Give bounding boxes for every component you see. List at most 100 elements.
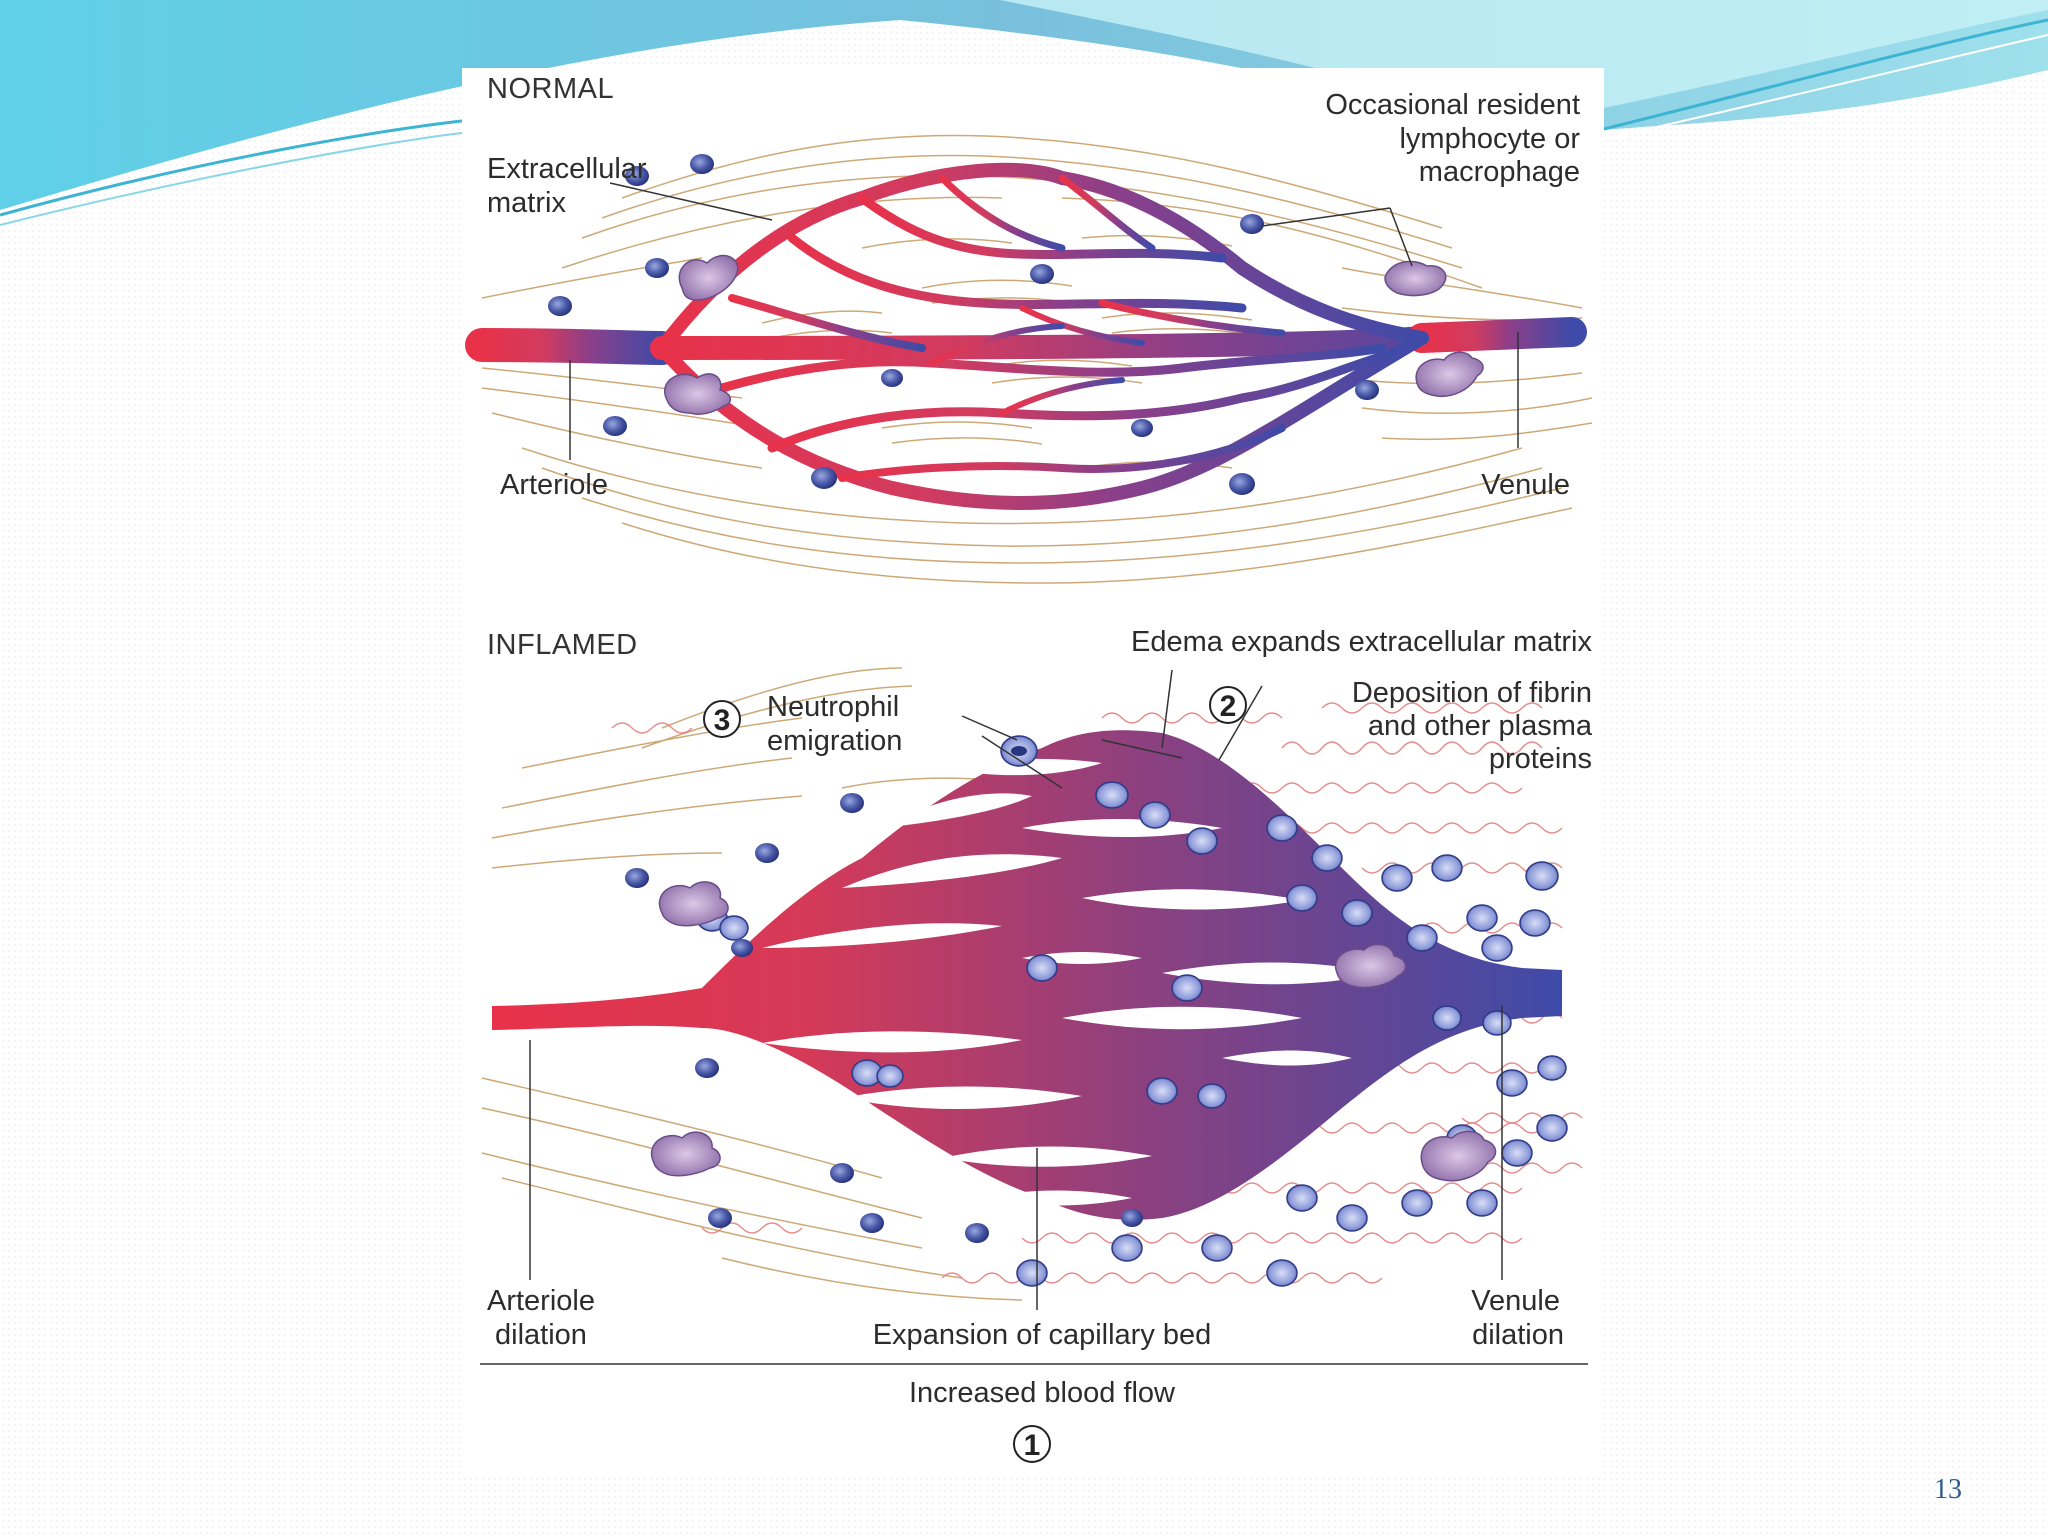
- neutrophil-label-line2: emigration: [767, 725, 902, 757]
- neutrophil-icon: [1266, 1259, 1298, 1287]
- neutrophil-icon: [1537, 1055, 1567, 1081]
- inflammation-diagram: NORMAL: [465, 73, 1593, 1463]
- lymphocyte-icon: [881, 369, 903, 387]
- macrophage-icon: [664, 373, 732, 415]
- lymphocyte-icon: [731, 939, 753, 957]
- blood-flow-label: Increased blood flow: [909, 1377, 1176, 1409]
- neutrophil-icon: [1466, 1189, 1498, 1217]
- inflamed-venule-label-line2: dilation: [1472, 1319, 1564, 1351]
- neutrophil-icon: [1171, 974, 1203, 1002]
- macrophage-icon: [651, 1131, 721, 1177]
- resident-cells-label-line2: lymphocyte or: [1399, 123, 1580, 155]
- neutrophil-icon: [1519, 909, 1551, 937]
- macrophage-icon: [658, 881, 729, 927]
- normal-heading: NORMAL: [487, 73, 614, 105]
- neutrophil-icon: [1095, 781, 1129, 809]
- inflamed-vessel-network: [492, 730, 1562, 1220]
- step-2-marker: 2: [1209, 686, 1247, 724]
- neutrophil-icon: [1525, 861, 1559, 891]
- lymphocyte-icon: [965, 1223, 989, 1243]
- neutrophil-icon: [1266, 814, 1298, 842]
- neutrophils: [625, 735, 1568, 1287]
- macrophage-icon: [1420, 1130, 1497, 1182]
- inflamed-macrophages: [651, 881, 1497, 1182]
- neutrophil-icon: [1186, 827, 1218, 855]
- lymphocyte-icon: [690, 154, 714, 174]
- extracellular-matrix-label-line1: Extracellular: [487, 153, 647, 185]
- neutrophil-icon: [1111, 1234, 1143, 1262]
- neutrophil-icon: [719, 915, 749, 941]
- macrophage-icon: [1384, 260, 1447, 297]
- lymphocyte-icon: [708, 1208, 732, 1228]
- lymphocyte-icon: [1240, 214, 1264, 234]
- neutrophil-icon: [1501, 1139, 1533, 1167]
- neutrophil-icon: [1201, 1234, 1233, 1262]
- neutrophil-icon: [1406, 924, 1438, 952]
- lymphocyte-icon: [860, 1213, 884, 1233]
- normal-leader-lines: [569, 182, 1519, 460]
- neutrophil-icon: [1381, 864, 1413, 892]
- lymphocyte-icon: [603, 416, 627, 436]
- normal-macrophages: [664, 254, 1484, 415]
- neutrophil-icon: [1482, 1010, 1512, 1036]
- neutrophil-icon: [1026, 954, 1058, 982]
- capillary-islands: [762, 758, 1382, 1206]
- lymphocyte-icon: [1229, 473, 1255, 495]
- neutrophil-icon: [1197, 1083, 1227, 1109]
- lymphocyte-icon: [1131, 419, 1153, 437]
- inflamed-arteriole-label-line1: Arteriole: [487, 1285, 595, 1317]
- neutrophil-icon: [1286, 1184, 1318, 1212]
- neutrophil-icon: [1146, 1077, 1178, 1105]
- lymphocyte-icon: [755, 843, 779, 863]
- macrophage-icon: [678, 254, 739, 301]
- inflamed-leader-lines: [480, 669, 1588, 1365]
- deposition-label-line3: proteins: [1489, 743, 1592, 775]
- lymphocyte-icon: [625, 166, 649, 186]
- neutrophil-icon: [1481, 934, 1513, 962]
- step-2-number: 2: [1220, 690, 1237, 723]
- neutrophil-icon: [1431, 854, 1463, 882]
- edema-label: Edema expands extracellular matrix: [1131, 626, 1592, 658]
- neutrophil-icon: [1139, 801, 1171, 829]
- lymphocyte-icon: [1121, 1209, 1143, 1227]
- neutrophil-icon: [1341, 899, 1373, 927]
- deposition-label-line1: Deposition of fibrin: [1352, 677, 1592, 709]
- step-1-number: 1: [1024, 1429, 1041, 1462]
- lymphocyte-icon: [811, 467, 837, 489]
- lymphocyte-icon: [830, 1163, 854, 1183]
- lymphocyte-icon: [548, 296, 572, 316]
- normal-venule-label: Venule: [1481, 469, 1570, 501]
- neutrophil-icon: [1011, 746, 1027, 756]
- capillary-bed-label: Expansion of capillary bed: [873, 1319, 1212, 1351]
- inflamed-section: INFLAMED Edema expands extracellular mat…: [480, 626, 1593, 1463]
- neutrophil-icon: [1336, 1204, 1368, 1232]
- neutrophil-icon: [1432, 1005, 1462, 1031]
- normal-section: NORMAL: [465, 73, 1593, 584]
- macrophage-icon: [1415, 351, 1484, 398]
- lymphocyte-icon: [695, 1058, 719, 1078]
- deposition-label-line2: and other plasma: [1368, 710, 1593, 742]
- extracellular-matrix-label-line2: matrix: [487, 187, 566, 219]
- inflamed-venule-label-line1: Venule: [1471, 1285, 1560, 1317]
- neutrophil-icon: [1286, 884, 1318, 912]
- normal-lymphocytes: [548, 154, 1379, 495]
- lymphocyte-icon: [840, 793, 864, 813]
- neutrophil-icon: [1466, 904, 1498, 932]
- inflamed-heading: INFLAMED: [487, 629, 638, 661]
- lymphocyte-icon: [1355, 380, 1379, 400]
- inflamed-arteriole-label-line2: dilation: [495, 1319, 587, 1351]
- neutrophil-icon: [1311, 844, 1343, 872]
- lymphocyte-icon: [645, 258, 669, 278]
- step-3-number: 3: [714, 704, 731, 737]
- normal-arteriole-label: Arteriole: [500, 469, 608, 501]
- neutrophil-icon: [1401, 1189, 1433, 1217]
- neutrophil-icon: [1536, 1114, 1568, 1142]
- step-3-marker: 3: [703, 700, 741, 738]
- figure-panel: NORMAL: [462, 68, 1604, 1474]
- step-1-marker: 1: [1013, 1425, 1051, 1463]
- resident-cells-label-line1: Occasional resident: [1325, 89, 1580, 121]
- neutrophil-icon: [1496, 1069, 1528, 1097]
- normal-vessel-network: [465, 162, 1587, 510]
- macrophage-icon: [1334, 943, 1407, 989]
- resident-cells-label-line3: macrophage: [1419, 156, 1580, 188]
